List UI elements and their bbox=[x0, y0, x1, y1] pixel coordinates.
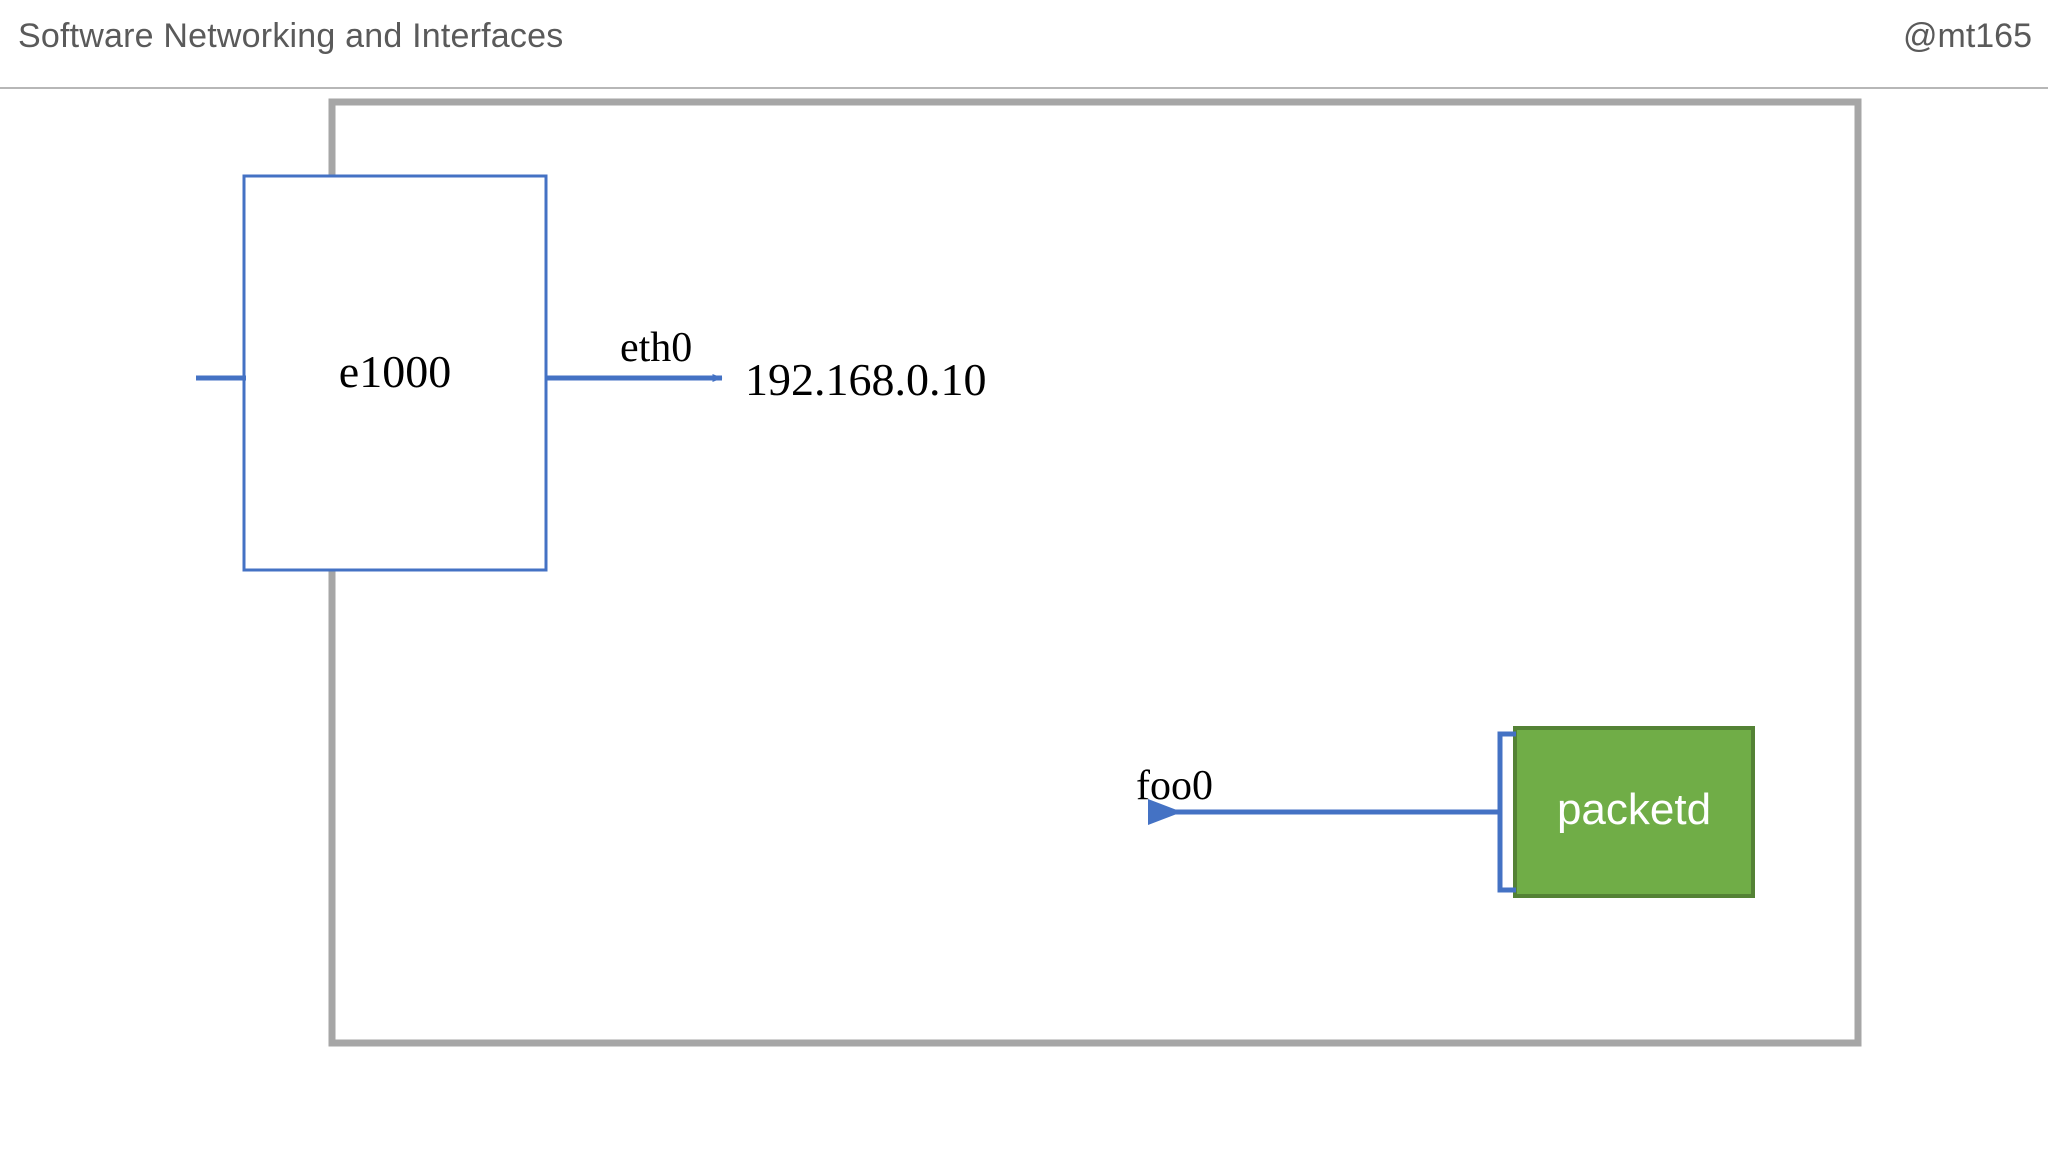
interface-label-eth0: eth0 bbox=[620, 325, 693, 371]
author-handle: @mt165 bbox=[1902, 17, 2032, 55]
header-divider bbox=[0, 87, 2048, 89]
process-box-packetd bbox=[1513, 726, 1755, 898]
page-title: Software Networking and Interfaces bbox=[18, 17, 564, 55]
interface-label-foo0: foo0 bbox=[1136, 763, 1213, 809]
ip-address-label: 192.168.0.10 bbox=[745, 354, 987, 405]
process-label-packetd: packetd bbox=[1556, 785, 1712, 834]
device-label-e1000: e1000 bbox=[338, 346, 452, 397]
device-box-e1000 bbox=[242, 174, 548, 572]
slide-header: Software Networking and Interfaces @mt16… bbox=[0, 0, 2048, 89]
kernel-boundary-rect bbox=[328, 98, 1862, 1047]
